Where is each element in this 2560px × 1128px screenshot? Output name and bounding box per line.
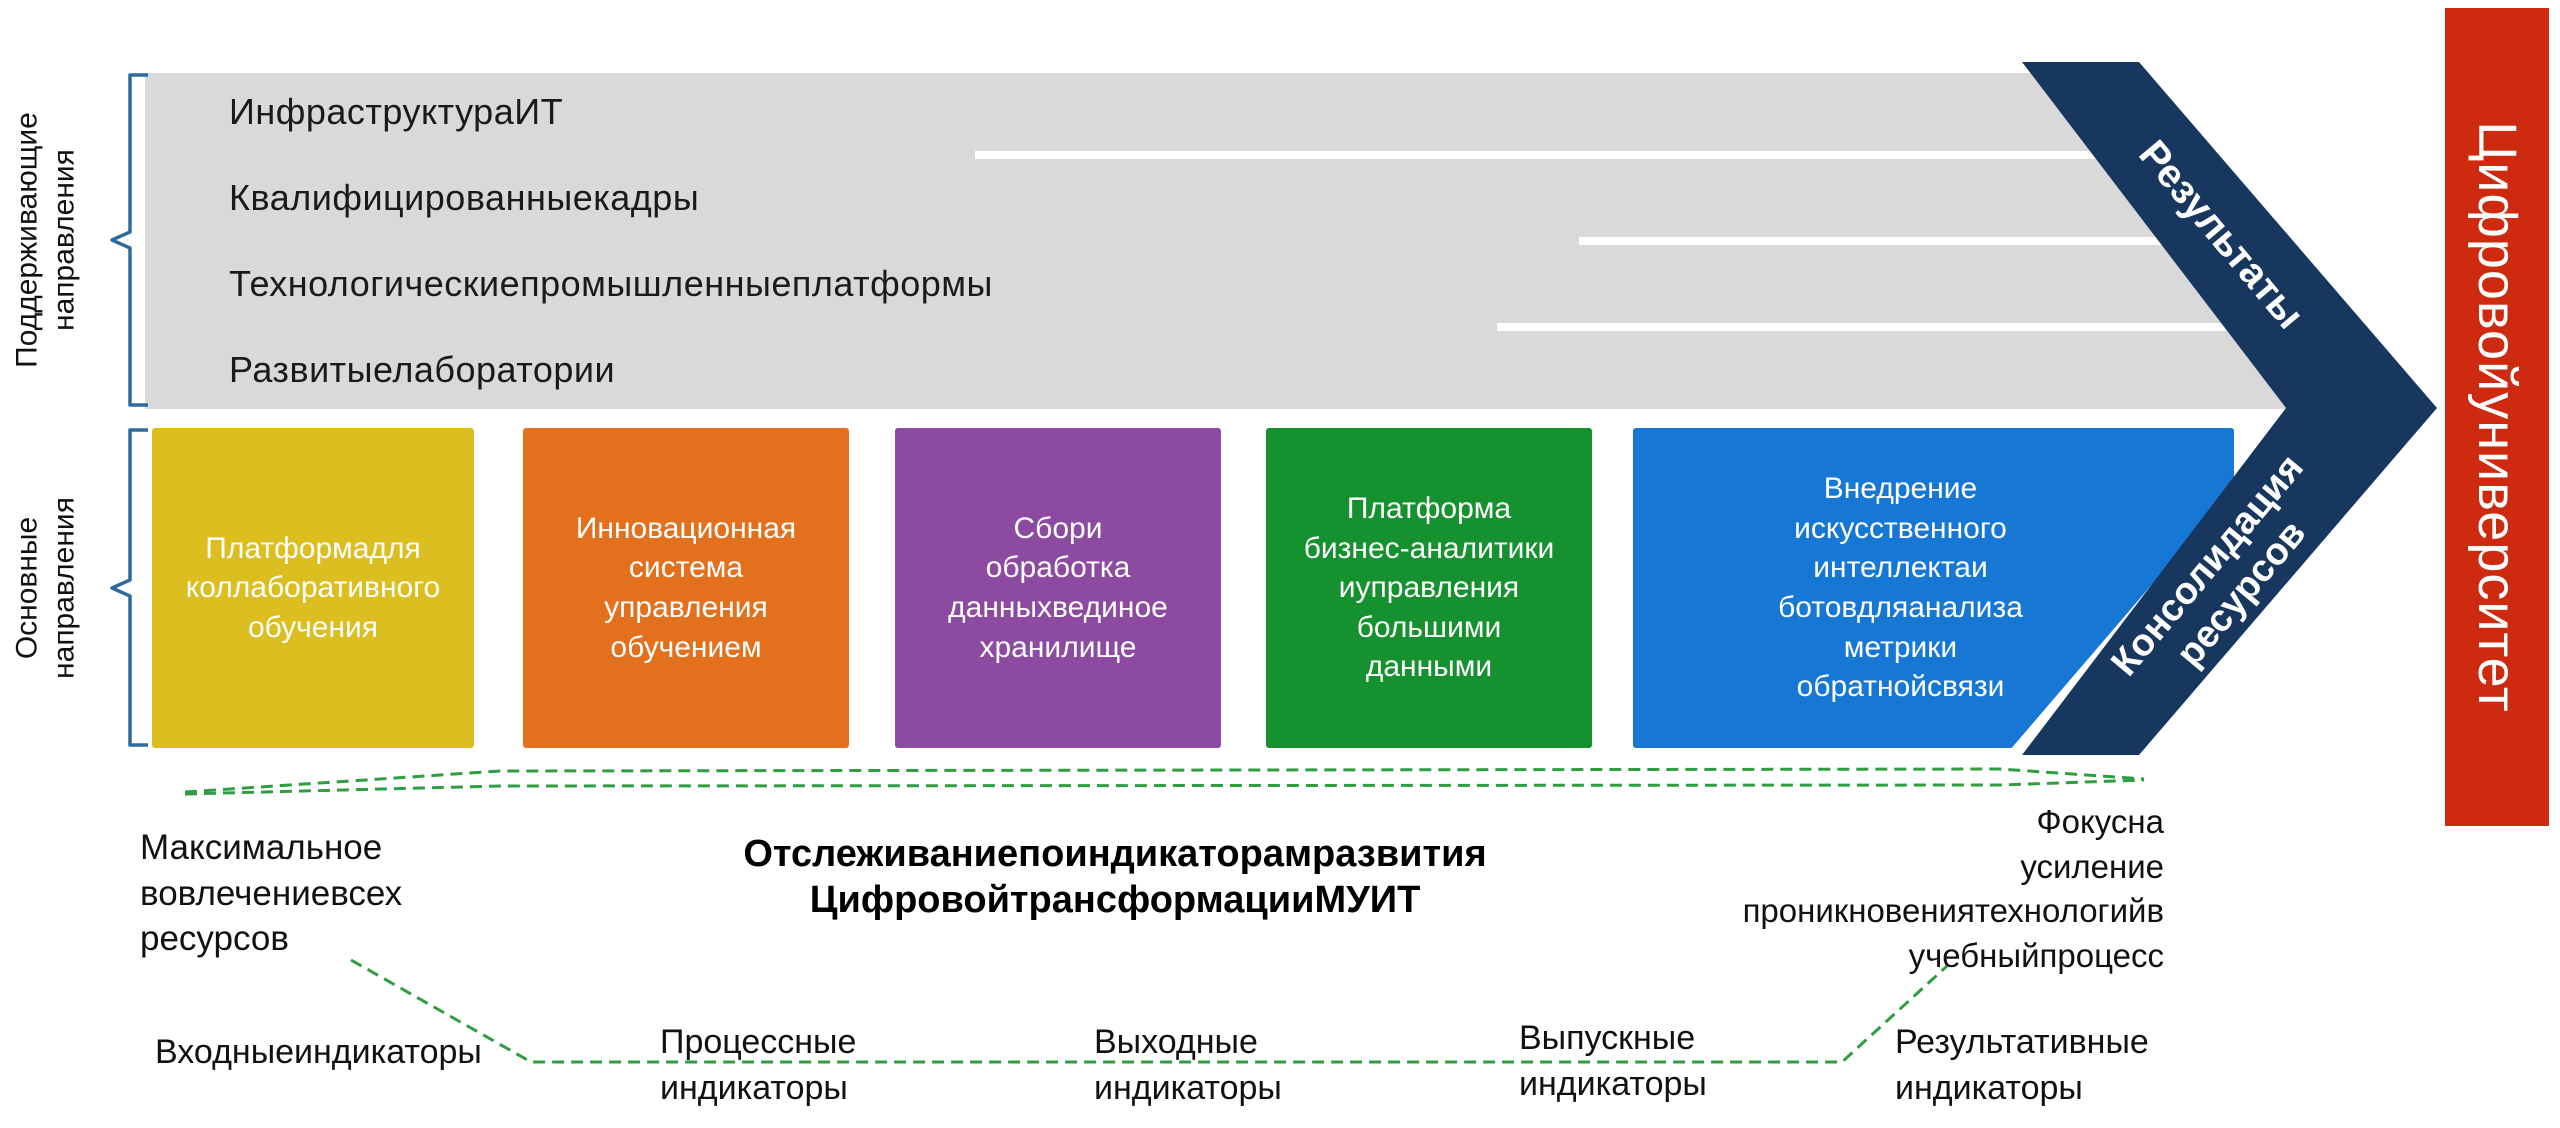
main-bracket	[110, 428, 148, 747]
main-box-data-warehouse: Сбори обработка данныхвединое хранилище	[895, 428, 1221, 748]
indicator-process: Процессные индикаторы	[660, 1023, 857, 1107]
indicator-input: Входныеиндикаторы	[155, 1033, 482, 1071]
supporting-bracket	[110, 73, 148, 407]
supporting-bar-tech-platforms: Технологическиепромышленныеплатформы	[145, 245, 2221, 323]
main-box-ai-bots: Внедрение искусственного интеллектаи бот…	[1633, 428, 2234, 748]
gray-bar-joiner	[145, 235, 1579, 247]
dashed-lens-bottom-line	[184, 778, 2145, 796]
indicator-result: Результативные индикаторы	[1895, 1023, 2149, 1107]
digital-university-banner: Цифровойуниверситет	[2445, 8, 2549, 826]
main-box-bi-bigdata: Платформа бизнес-аналитики иуправления б…	[1266, 428, 1592, 748]
supporting-bar-it-infrastructure: ИнфраструктураИТ	[145, 73, 2090, 151]
main-box-innovative-lms: Инновационная система управления обучени…	[523, 428, 849, 748]
dashed-lens-top-line	[184, 767, 2145, 794]
indicator-output: Выходные индикаторы	[1094, 1023, 1282, 1107]
supporting-directions-label: Поддерживающие направления	[10, 112, 80, 368]
supporting-bar-qualified-staff: Квалифицированныекадры	[145, 159, 2156, 237]
indicator-graduate: Выпускные индикаторы	[1519, 1019, 1707, 1103]
note-indicator-tracking-title: Отслеживаниепоиндикаторамразвития Цифров…	[743, 833, 1487, 921]
supporting-bar-developed-labs: Развитыелаборатории	[145, 331, 2287, 409]
gray-bar-joiner	[145, 149, 975, 161]
main-box-collaborative-learning: Платформадля коллаборативного обучения	[152, 428, 474, 748]
note-max-involvement: Максимальное вовлечениевсех ресурсов	[140, 828, 403, 958]
main-directions-label: Основные направления	[10, 497, 80, 679]
digital-university-banner-label: Цифровойуниверситет	[2467, 121, 2527, 713]
note-focus-technologies: Фокусна усиление проникновениятехнологий…	[1742, 803, 2164, 974]
gray-bar-joiner	[145, 321, 1497, 333]
